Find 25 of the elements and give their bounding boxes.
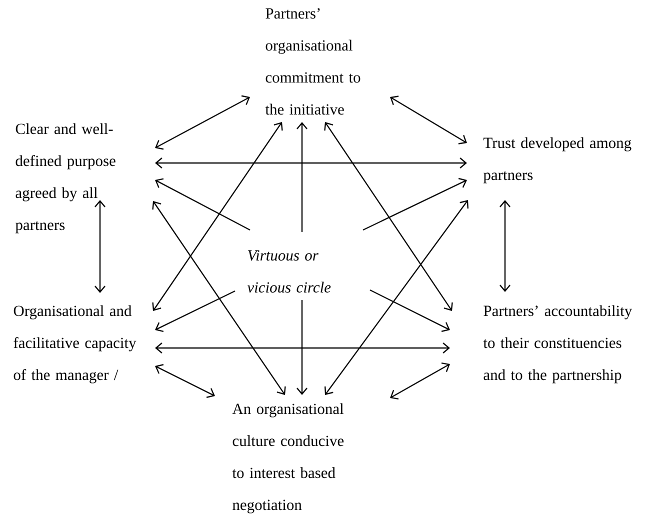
concept-text: Virtuous or vicious circle bbox=[247, 250, 331, 293]
double-arrow bbox=[390, 362, 450, 400]
arrow bbox=[362, 178, 467, 231]
double-arrow bbox=[324, 122, 453, 311]
double-arrow bbox=[94, 200, 106, 293]
double-arrow bbox=[390, 96, 467, 144]
concept-text: Partners’ organisational commitment to the initiative bbox=[265, 8, 360, 115]
concept-text: An organisational culture conducive to interest based negotiation bbox=[232, 403, 344, 514]
double-arrow bbox=[155, 158, 467, 168]
concept-text: Trust developed among partners bbox=[483, 137, 632, 184]
double-arrow bbox=[152, 201, 286, 395]
arrow bbox=[155, 178, 250, 231]
arrow bbox=[296, 300, 308, 395]
double-arrow bbox=[155, 364, 215, 398]
double-arrow bbox=[152, 122, 283, 311]
double-arrow bbox=[155, 342, 450, 354]
double-arrow bbox=[155, 95, 250, 150]
double-arrow bbox=[324, 200, 469, 395]
arrow bbox=[370, 289, 450, 332]
double-arrow bbox=[500, 200, 510, 292]
concept-text: Partners’ accountability to their constituencies and to the partnership bbox=[483, 305, 632, 384]
arrow bbox=[296, 122, 308, 232]
concept-text: Clear and well-defined purpose agreed by all partners bbox=[15, 123, 116, 234]
concept-text: Organisational and facilitative capacity of the manager / bbox=[14, 305, 136, 384]
arrow bbox=[155, 290, 236, 332]
